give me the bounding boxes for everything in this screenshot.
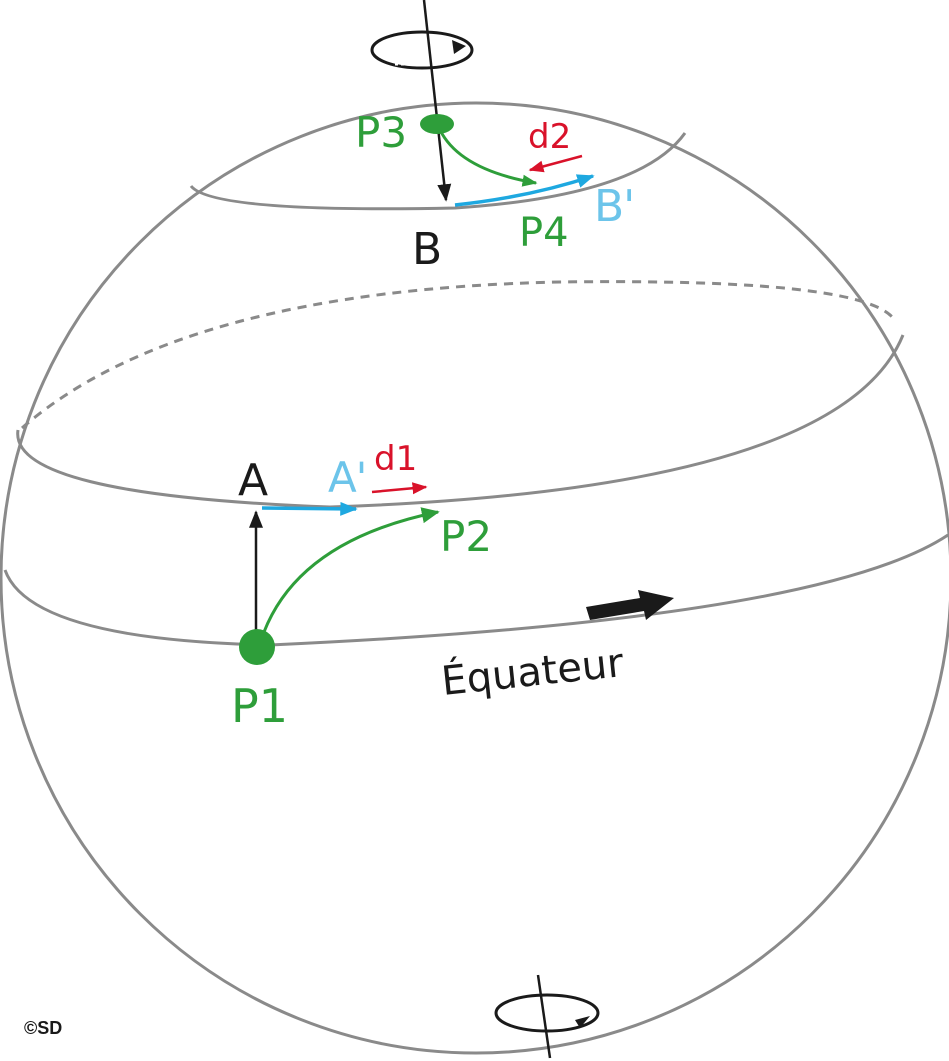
label-d2: d2 [528,117,571,157]
label-p2: P2 [440,512,492,561]
sphere-outline [0,101,949,1055]
credit-text: ©SD [24,1018,62,1038]
mid-latitude-circle [16,334,905,509]
b-to-b-prime-arrow [454,174,595,207]
p3-point [420,114,454,134]
label-a: A [238,455,268,506]
p3-to-p4-trajectory [438,129,538,187]
north-latitude-circle [189,132,687,211]
label-d1: d1 [374,439,417,479]
rotation-axis-bottom [536,974,552,1059]
label-p1: P1 [231,679,288,733]
north-rotation-arrow-icon [370,30,474,70]
d2-deviation-arrow [528,154,583,173]
label-b-prime: B' [594,181,634,232]
label-p3: P3 [355,108,407,157]
a-to-a-prime-arrow [261,501,358,516]
rotation-direction-arrow-icon [586,590,674,620]
label-equator: Équateur [439,638,626,705]
label-a-prime: A' [328,453,366,502]
p1-to-p2-trajectory [262,507,440,633]
label-b: B [412,224,442,275]
south-rotation-arrow-icon [494,993,600,1033]
d1-deviation-arrow [371,482,428,495]
p1-point [239,629,275,665]
mid-latitude-circle-hidden [21,280,895,430]
rotation-axis-top [422,0,452,202]
equator-line [3,533,949,647]
label-p4: P4 [519,210,569,256]
